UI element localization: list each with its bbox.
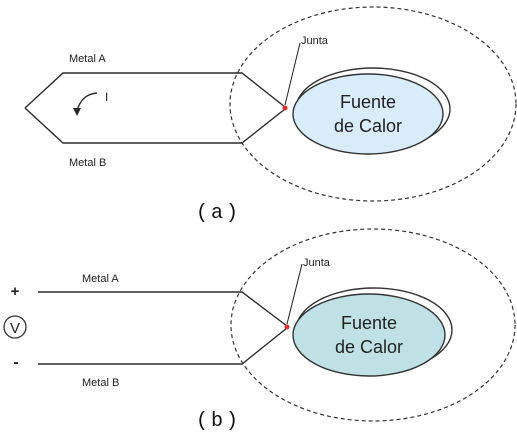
current-arrowhead-a: [73, 108, 81, 116]
metal-b-label-a: Metal B: [69, 157, 106, 169]
heat-source-b-line2: de Calor: [335, 337, 403, 357]
panel-a: I Fuente de Calor Junta Metal A Metal B …: [24, 6, 517, 225]
voltmeter-label: V: [10, 320, 20, 337]
metal-b-wire-b: [38, 327, 288, 365]
panel-b: Fuente de Calor Junta Metal A Metal B + …: [3, 228, 516, 433]
junction-pointer-a: [284, 42, 301, 106]
heat-source-a-line1: Fuente: [340, 92, 396, 112]
heat-zone-a: [229, 6, 517, 202]
heat-zone-b: [230, 228, 516, 422]
metal-b-label-b: Metal B: [82, 377, 119, 389]
junction-dot-b: [284, 324, 290, 330]
junction-label-b: Junta: [303, 257, 331, 269]
metal-b-wire-a: [24, 107, 286, 144]
caption-b: (b): [196, 410, 241, 433]
metal-a-label-b: Metal A: [82, 273, 119, 285]
junction-dot-a: [282, 105, 288, 111]
metal-a-wire-b: [38, 291, 288, 327]
caption-a: (a): [196, 202, 241, 225]
junction-label-a: Junta: [301, 35, 329, 47]
current-label: I: [105, 90, 108, 104]
heat-source-a: [292, 73, 444, 155]
heat-source-a-line2: de Calor: [334, 116, 402, 136]
minus-terminal-label: -: [13, 354, 18, 371]
metal-a-label-a: Metal A: [69, 53, 106, 65]
plus-terminal-label: +: [11, 283, 20, 300]
junction-pointer-b: [286, 263, 303, 325]
heat-source-b-line1: Fuente: [341, 313, 397, 333]
metal-a-wire-a: [24, 72, 286, 109]
voltmeter-icon: [3, 315, 27, 339]
heat-source-b: [292, 293, 446, 377]
